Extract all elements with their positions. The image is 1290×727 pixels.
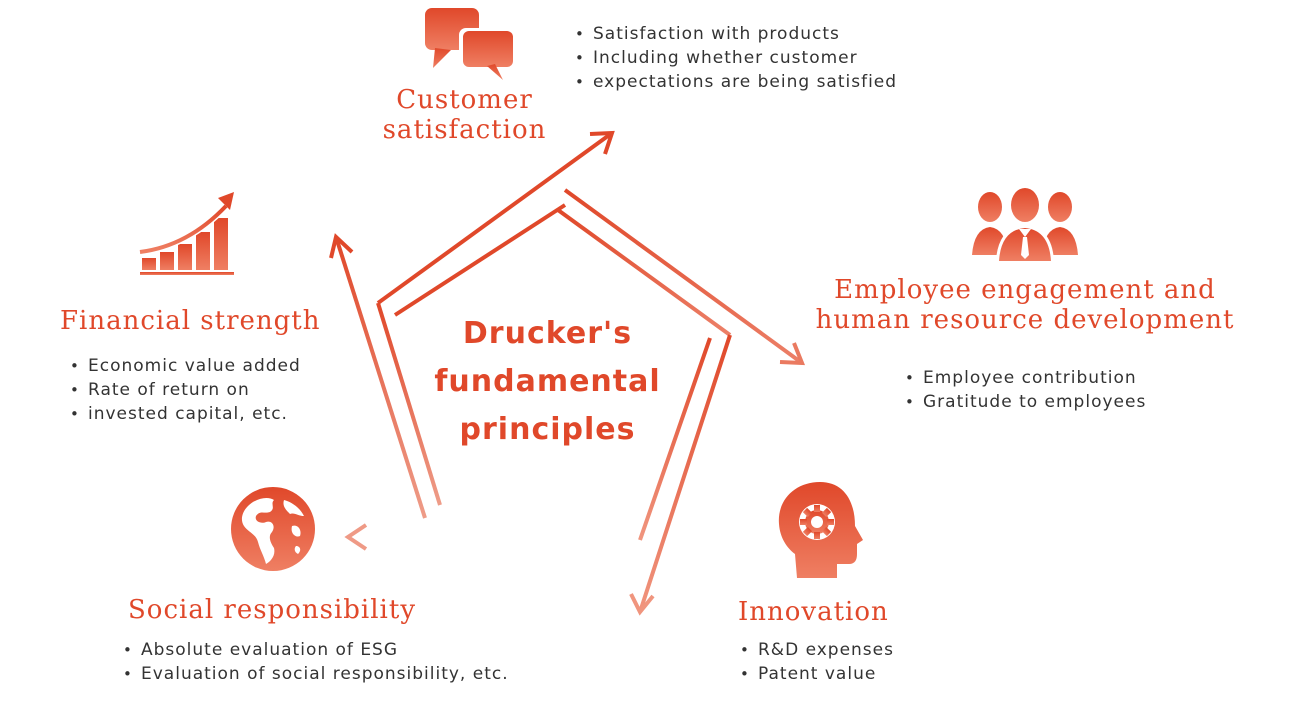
center-title-line-1: Drucker's (462, 316, 633, 351)
arrowhead-customer (589, 130, 615, 155)
arrowhead-social (344, 523, 368, 551)
people-group-icon (972, 186, 1078, 261)
center-title: Drucker's fundamental principles (415, 310, 680, 454)
employee-title: Employee engagement and human resource d… (810, 275, 1240, 335)
growth-chart-icon (139, 192, 234, 275)
innovation-bullet-1: R&D expenses (740, 638, 894, 662)
employee-bullets: Employee contribution Gratitude to emplo… (905, 366, 1146, 414)
customer-title-line-2: satisfaction (382, 115, 547, 145)
customer-bullet-1: Satisfaction with products (575, 22, 897, 46)
innovation-bullet-2: Patent value (740, 662, 894, 686)
financial-bullet-2: Rate of return on (70, 378, 301, 402)
pentagon-inner-top-left (393, 203, 567, 317)
social-bullets: Absolute evaluation of ESG Evaluation of… (123, 638, 509, 686)
customer-bullets: Satisfaction with products Including whe… (575, 22, 897, 94)
arrow-to-financial (334, 236, 427, 519)
innovation-title: Innovation (738, 597, 889, 627)
innovation-bullets: R&D expenses Patent value (740, 638, 894, 686)
financial-bullets: Economic value added Rate of return on i… (70, 354, 301, 426)
customer-title: Customer satisfaction (382, 85, 547, 145)
speech-bubbles-icon (425, 8, 513, 80)
financial-bullet-1: Economic value added (70, 354, 301, 378)
employee-title-line-2: human resource development (815, 305, 1235, 335)
financial-title: Financial strength (60, 306, 321, 336)
financial-bullet-3: invested capital, etc. (70, 402, 301, 426)
employee-bullet-2: Gratitude to employees (905, 390, 1146, 414)
arrowhead-employee (779, 342, 806, 366)
employee-title-line-1: Employee engagement and (834, 275, 1216, 305)
social-bullet-2: Evaluation of social responsibility, etc… (123, 662, 509, 686)
head-gear-icon (778, 482, 863, 578)
arrowhead-innovation (629, 593, 655, 616)
customer-bullet-2: Including whether customer (575, 46, 897, 70)
center-title-line-2: fundamental (434, 364, 661, 399)
globe-icon (231, 487, 315, 571)
arrow-to-innovation (638, 334, 732, 613)
customer-bullet-3: expectations are being satisfied (575, 70, 897, 94)
social-title: Social responsibility (128, 595, 417, 625)
arrow-to-employee (563, 188, 804, 365)
social-bullet-1: Absolute evaluation of ESG (123, 638, 509, 662)
pentagon-inner-bottom-right (638, 337, 712, 541)
pentagon-inner-right (556, 208, 732, 337)
pentagon-inner-left (376, 302, 442, 506)
arrow-to-customer (376, 131, 614, 305)
center-title-line-3: principles (459, 412, 636, 447)
customer-title-line-1: Customer (396, 85, 533, 115)
employee-bullet-1: Employee contribution (905, 366, 1146, 390)
arrowhead-financial (329, 233, 354, 259)
